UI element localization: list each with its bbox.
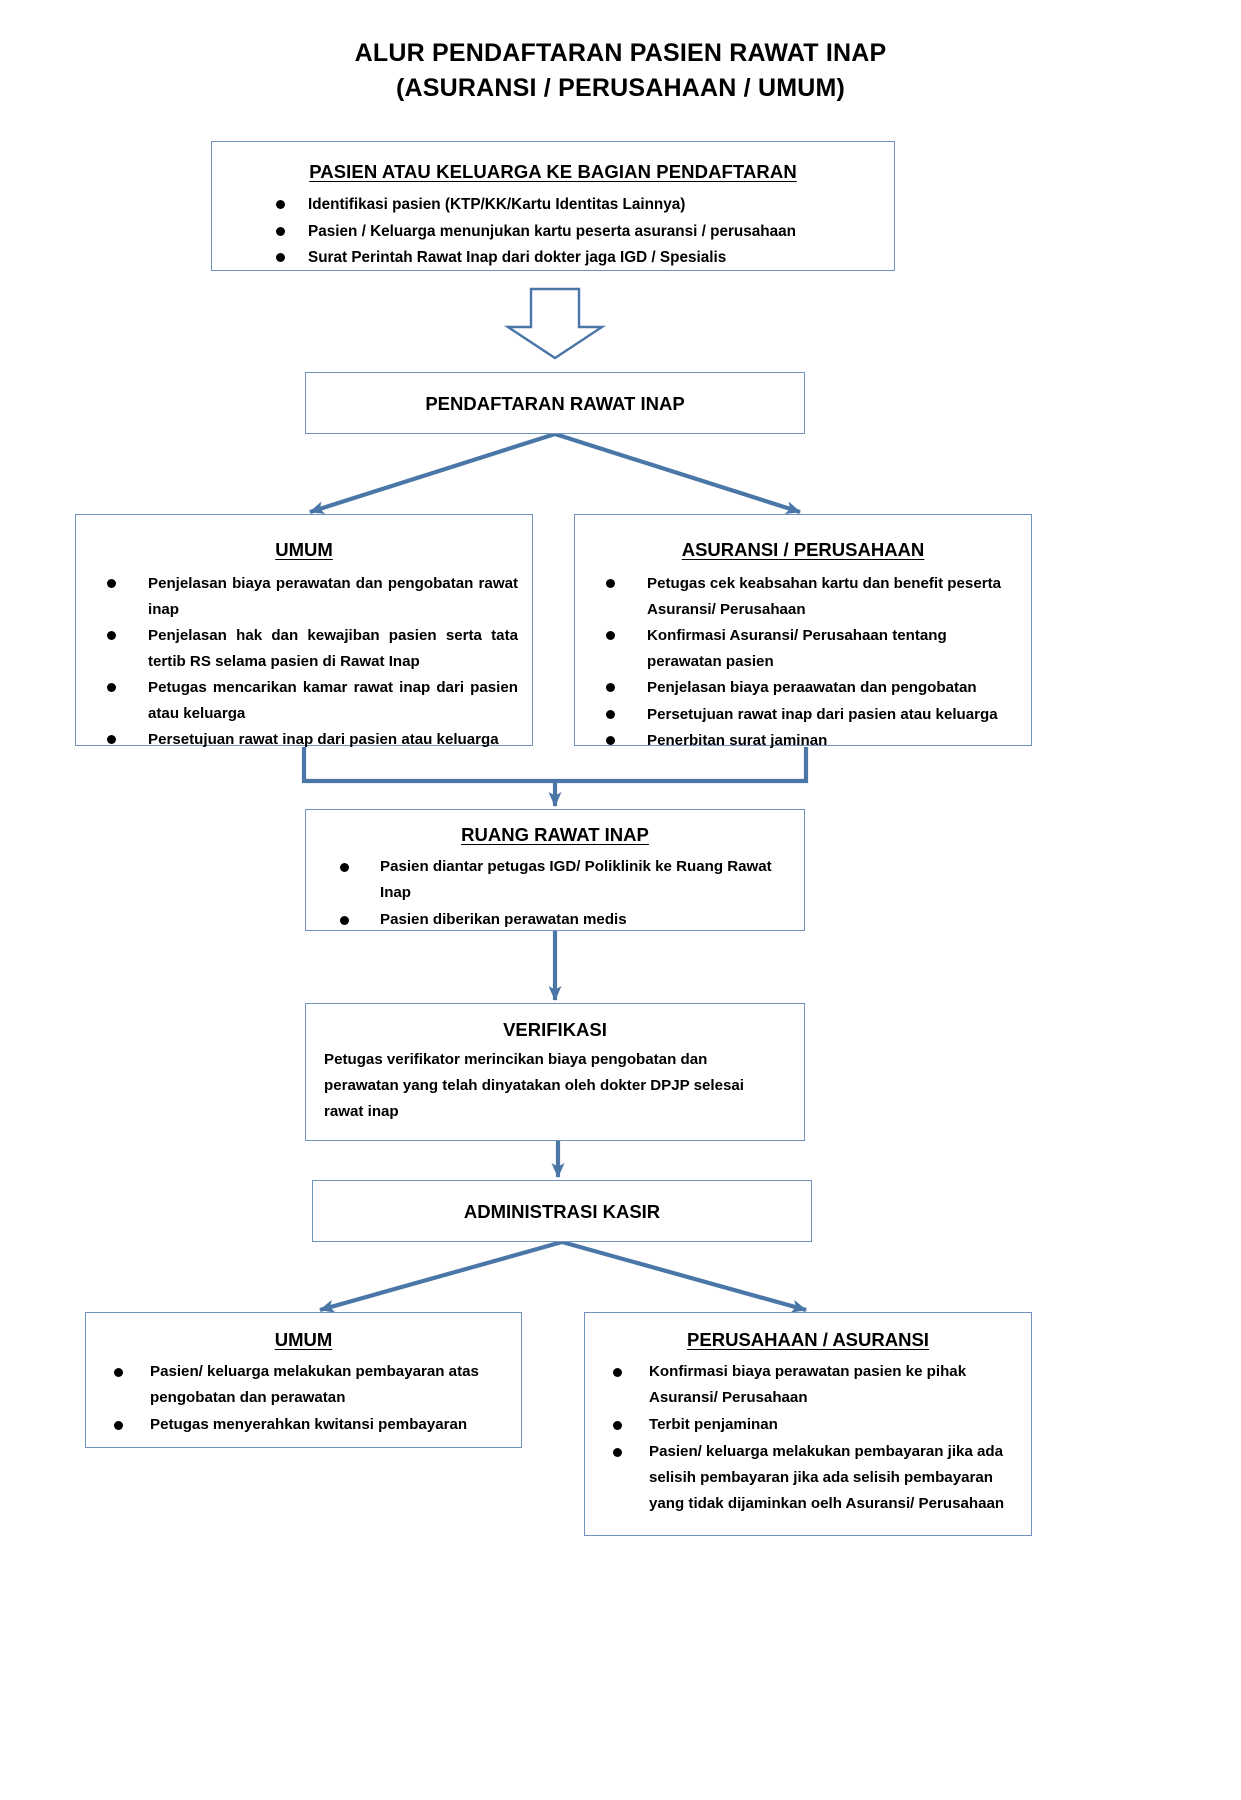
bullet-list: Petugas cek keabsahan kartu dan benefit … xyxy=(575,571,1031,754)
list-item: Petugas mencarikan kamar rawat inap dari… xyxy=(94,675,518,726)
page-title: ALUR PENDAFTARAN PASIEN RAWAT INAP (ASUR… xyxy=(0,36,1241,106)
split-to-asuransi xyxy=(554,431,801,515)
node-pendaftaran-rawat-inap: PENDAFTARAN RAWAT INAP xyxy=(305,372,805,434)
list-item: Petugas menyerahkan kwitansi pembayaran xyxy=(100,1412,507,1438)
kasir-to-asuransi-bawah xyxy=(561,1239,807,1313)
list-item: Pasien diantar petugas IGD/ Poliklinik k… xyxy=(322,854,778,906)
node-heading: RUANG RAWAT INAP xyxy=(461,824,649,845)
node-heading: PERUSAHAAN / ASURANSI xyxy=(687,1329,929,1350)
list-item: Konfirmasi biaya perawatan pasien ke pih… xyxy=(599,1359,1021,1411)
list-item: Surat Perintah Rawat Inap dari dokter ja… xyxy=(272,245,894,271)
node-heading: PASIEN ATAU KELUARGA KE BAGIAN PENDAFTAR… xyxy=(309,161,797,182)
node-perusahaan-asuransi-bawah: PERUSAHAAN / ASURANSI Konfirmasi biaya p… xyxy=(584,1312,1032,1536)
merge-to-ruang-rawat-inap xyxy=(301,747,809,807)
node-paragraph: Petugas verifikator merincikan biaya pen… xyxy=(324,1051,744,1120)
node-umum-bawah: UMUM Pasien/ keluarga melakukan pembayar… xyxy=(85,1312,522,1448)
list-item: Pasien diberikan perawatan medis xyxy=(322,907,778,933)
list-item: Terbit penjaminan xyxy=(599,1412,1021,1438)
bullet-list: Pasien diantar petugas IGD/ Poliklinik k… xyxy=(306,854,804,933)
title-line-2: (ASURANSI / PERUSAHAAN / UMUM) xyxy=(395,74,846,102)
node-heading: UMUM xyxy=(274,1329,333,1350)
bullet-list: Penjelasan biaya perawatan dan pengobata… xyxy=(76,571,532,753)
block-arrow-down-pendaftaran xyxy=(504,287,606,360)
node-verifikasi: VERIFIKASI Petugas verifikator merincika… xyxy=(305,1003,805,1141)
list-item: Persetujuan rawat inap dari pasien atau … xyxy=(593,702,1021,728)
list-item: Konfirmasi Asuransi/ Perusahaan tentang … xyxy=(593,623,1021,674)
node-heading: ASURANSI / PERUSAHAAN xyxy=(681,539,925,560)
list-item: Penjelasan biaya perawatan dan pengobata… xyxy=(94,571,518,622)
node-asuransi-perusahaan: ASURANSI / PERUSAHAAN Petugas cek keabsa… xyxy=(574,514,1032,749)
kasir-to-umum-bawah xyxy=(319,1239,563,1313)
bullet-list: Identifikasi pasien (KTP/KK/Kartu Identi… xyxy=(212,192,894,271)
node-heading: PENDAFTARAN RAWAT INAP xyxy=(425,393,685,414)
node-ruang-rawat-inap: RUANG RAWAT INAP Pasien diantar petugas … xyxy=(305,809,805,931)
list-item: Penerbitan surat jaminan xyxy=(593,728,1021,754)
list-item: Pasien / Keluarga menunjukan kartu peser… xyxy=(272,219,894,245)
node-umum: UMUM Penjelasan biaya perawatan dan peng… xyxy=(75,514,533,748)
list-item: Pasien/ keluarga melakukan pembayaran at… xyxy=(100,1359,507,1411)
list-item: Penjelasan hak dan kewajiban pasien sert… xyxy=(94,623,518,674)
list-item: Persetujuan rawat inap dari pasien atau … xyxy=(94,727,518,753)
bullet-list: Konfirmasi biaya perawatan pasien ke pih… xyxy=(585,1359,1031,1517)
list-item: Pasien/ keluarga melakukan pembayaran ji… xyxy=(599,1439,1021,1517)
bullet-list: Pasien/ keluarga melakukan pembayaran at… xyxy=(86,1359,521,1438)
split-to-umum xyxy=(309,431,556,515)
node-heading: UMUM xyxy=(275,539,333,560)
node-heading: VERIFIKASI xyxy=(503,1019,607,1040)
node-pasien-keluarga-pendaftaran: PASIEN ATAU KELUARGA KE BAGIAN PENDAFTAR… xyxy=(211,141,895,271)
node-administrasi-kasir: ADMINISTRASI KASIR xyxy=(312,1180,812,1242)
list-item: Petugas cek keabsahan kartu dan benefit … xyxy=(593,571,1021,622)
title-line-1: ALUR PENDAFTARAN PASIEN RAWAT INAP xyxy=(354,39,887,67)
list-item: Penjelasan biaya peraawatan dan pengobat… xyxy=(593,675,1021,701)
node-heading: ADMINISTRASI KASIR xyxy=(463,1201,661,1222)
list-item: Identifikasi pasien (KTP/KK/Kartu Identi… xyxy=(272,192,894,218)
